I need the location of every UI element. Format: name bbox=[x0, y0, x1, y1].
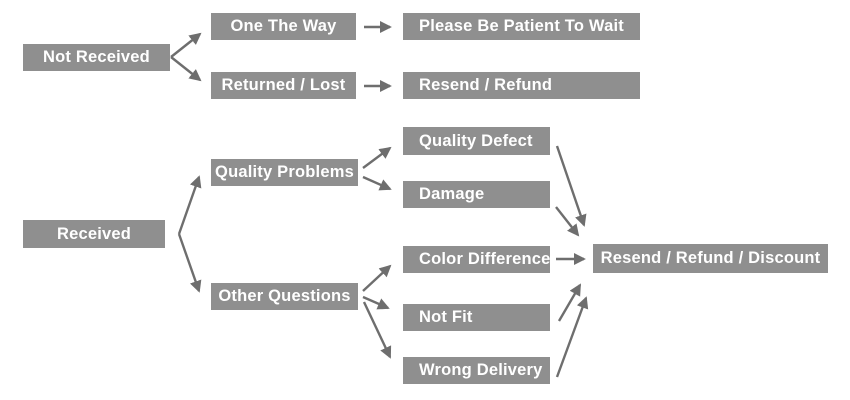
arrow-received-to-quality-problems bbox=[177, 175, 202, 235]
node-color-difference: Color Difference bbox=[403, 246, 550, 273]
node-other-questions: Other Questions bbox=[211, 283, 358, 310]
arrow-received-to-other-questions bbox=[177, 233, 202, 293]
arrow-quality-defect-to-final bbox=[555, 145, 587, 227]
arrow-not-fit-to-final bbox=[557, 283, 582, 322]
arrow-not-received-to-returned-lost bbox=[170, 56, 202, 82]
arrow-other-questions-to-wrong-delivery bbox=[362, 301, 392, 359]
arrow-quality-problems-to-quality-defect bbox=[362, 146, 392, 169]
node-resend-refund: Resend / Refund bbox=[403, 72, 640, 99]
arrow-quality-problems-to-damage bbox=[362, 175, 392, 191]
node-quality-defect: Quality Defect bbox=[403, 127, 550, 155]
node-wrong-delivery: Wrong Delivery bbox=[403, 357, 550, 384]
node-quality-problems: Quality Problems bbox=[211, 159, 358, 186]
node-please-be-patient: Please Be Patient To Wait bbox=[403, 13, 640, 40]
node-one-the-way: One The Way bbox=[211, 13, 356, 40]
node-resend-refund-discount: Resend / Refund / Discount bbox=[593, 244, 828, 273]
node-not-fit: Not Fit bbox=[403, 304, 550, 331]
arrow-damage-to-final bbox=[555, 206, 580, 237]
node-received: Received bbox=[23, 220, 165, 248]
arrow-not-received-to-one-the-way bbox=[170, 32, 202, 58]
node-not-received: Not Received bbox=[23, 44, 170, 71]
node-damage: Damage bbox=[403, 181, 550, 208]
node-returned-lost: Returned / Lost bbox=[211, 72, 356, 99]
arrow-other-questions-to-not-fit bbox=[362, 295, 390, 310]
arrow-other-questions-to-color-difference bbox=[362, 264, 392, 292]
arrow-wrong-delivery-to-final bbox=[555, 296, 589, 378]
